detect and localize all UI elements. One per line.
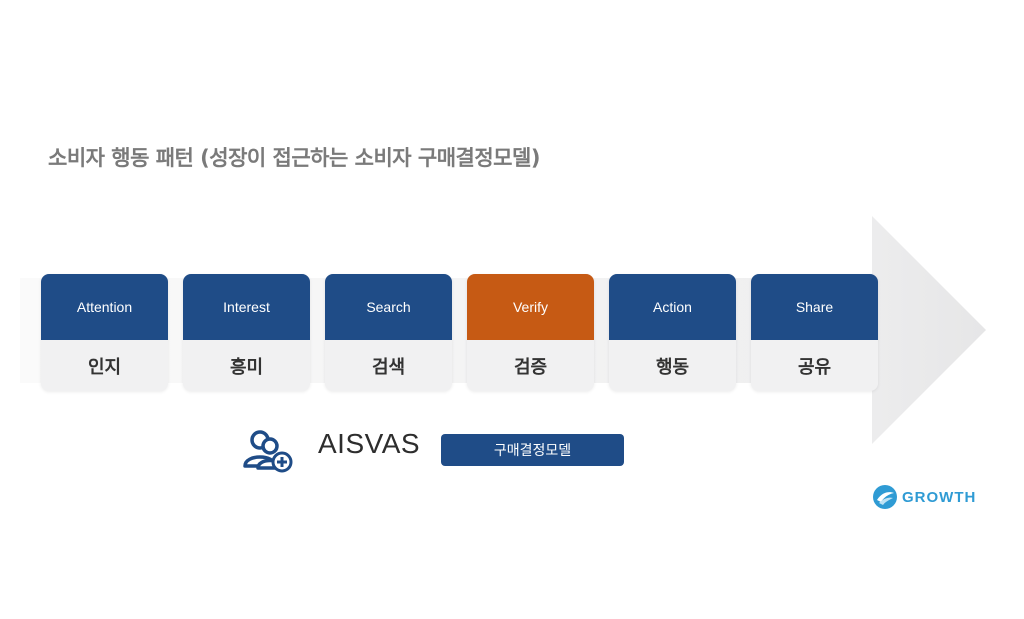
page-title: 소비자 행동 패턴 (성장이 접근하는 소비자 구매결정모델): [48, 146, 540, 170]
step-label-en: Verify: [467, 274, 594, 340]
step-label-ko: 흥미: [183, 340, 310, 391]
users-add-icon: [240, 428, 294, 474]
step-label-en: Interest: [183, 274, 310, 340]
step-label-en: Action: [609, 274, 736, 340]
step-label-ko: 행동: [609, 340, 736, 391]
step-label-en: Attention: [41, 274, 168, 340]
step-label-ko: 인지: [41, 340, 168, 391]
model-name: AISVAS: [318, 428, 421, 459]
brand: GROWTH: [872, 484, 976, 510]
step-label-ko: 검색: [325, 340, 452, 391]
step-label-ko: 공유: [751, 340, 878, 391]
step-label-en: Search: [325, 274, 452, 340]
step-label-ko: 검증: [467, 340, 594, 391]
step-label-en: Share: [751, 274, 878, 340]
model-badge: 구매결정모델: [441, 434, 624, 466]
brand-name: GROWTH: [902, 488, 977, 506]
growth-logo-icon: [873, 485, 897, 509]
